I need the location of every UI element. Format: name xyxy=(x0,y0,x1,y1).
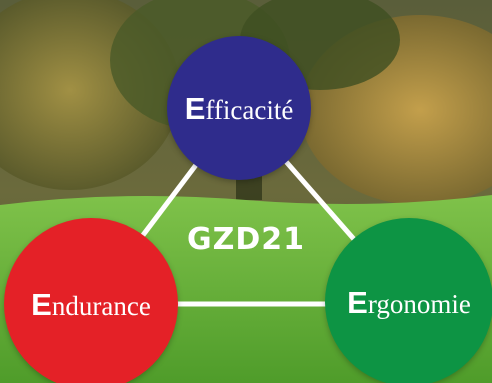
ergonomie-circle: Ergonomie xyxy=(325,218,492,383)
endurance-label: Endurance xyxy=(31,289,151,320)
efficacite-label: Efficacité xyxy=(185,93,294,124)
center-title: GZD21 xyxy=(186,222,306,257)
ergonomie-initial: E xyxy=(347,284,368,320)
ergonomie-label: Ergonomie xyxy=(347,287,471,318)
ergonomie-rest: rgonomie xyxy=(367,288,471,319)
efficacite-initial: E xyxy=(184,90,206,126)
endurance-rest: ndurance xyxy=(51,290,151,321)
efficacite-circle: Efficacité xyxy=(167,36,311,180)
endurance-circle: Endurance xyxy=(4,218,178,383)
efficacite-rest: fficacité xyxy=(205,94,294,125)
endurance-initial: E xyxy=(31,286,52,322)
